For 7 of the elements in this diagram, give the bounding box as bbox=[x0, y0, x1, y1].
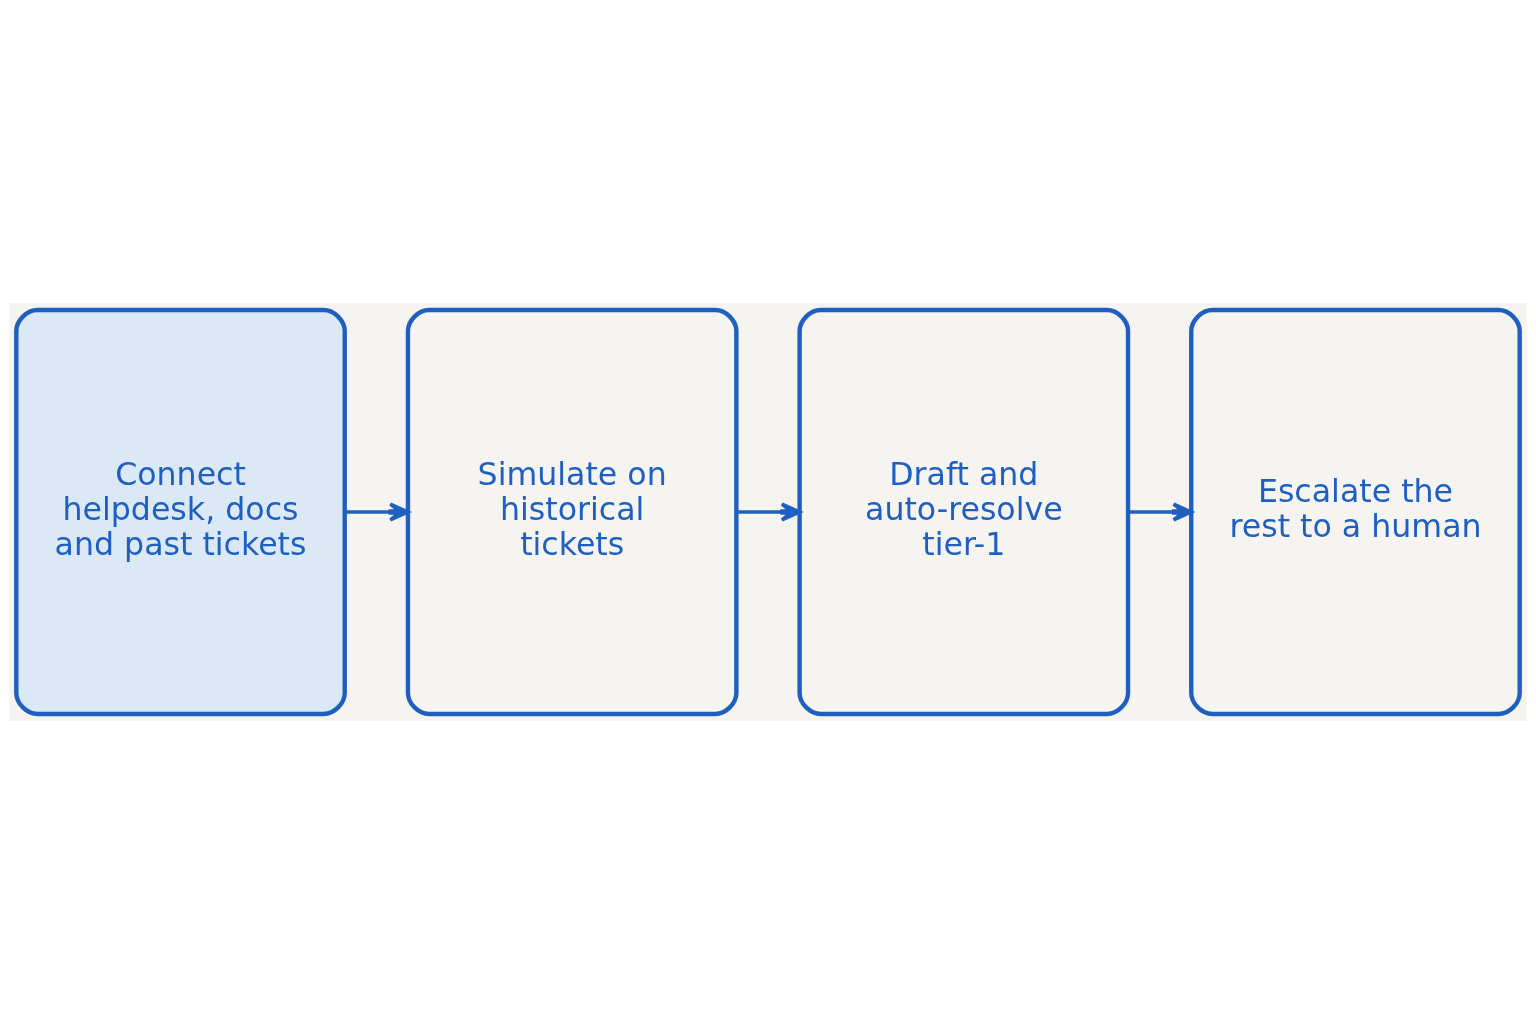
arrow bbox=[736, 502, 802, 522]
node-box: Simulate on historical tickets bbox=[405, 307, 739, 717]
arrow bbox=[345, 502, 410, 522]
node-box: Escalate the rest to a human bbox=[1189, 307, 1522, 717]
node-box: Draft and auto-resolve tier-1 bbox=[797, 307, 1131, 717]
node-box: Connect helpdesk, docs and past tickets bbox=[14, 307, 347, 717]
arrow bbox=[1128, 502, 1193, 522]
